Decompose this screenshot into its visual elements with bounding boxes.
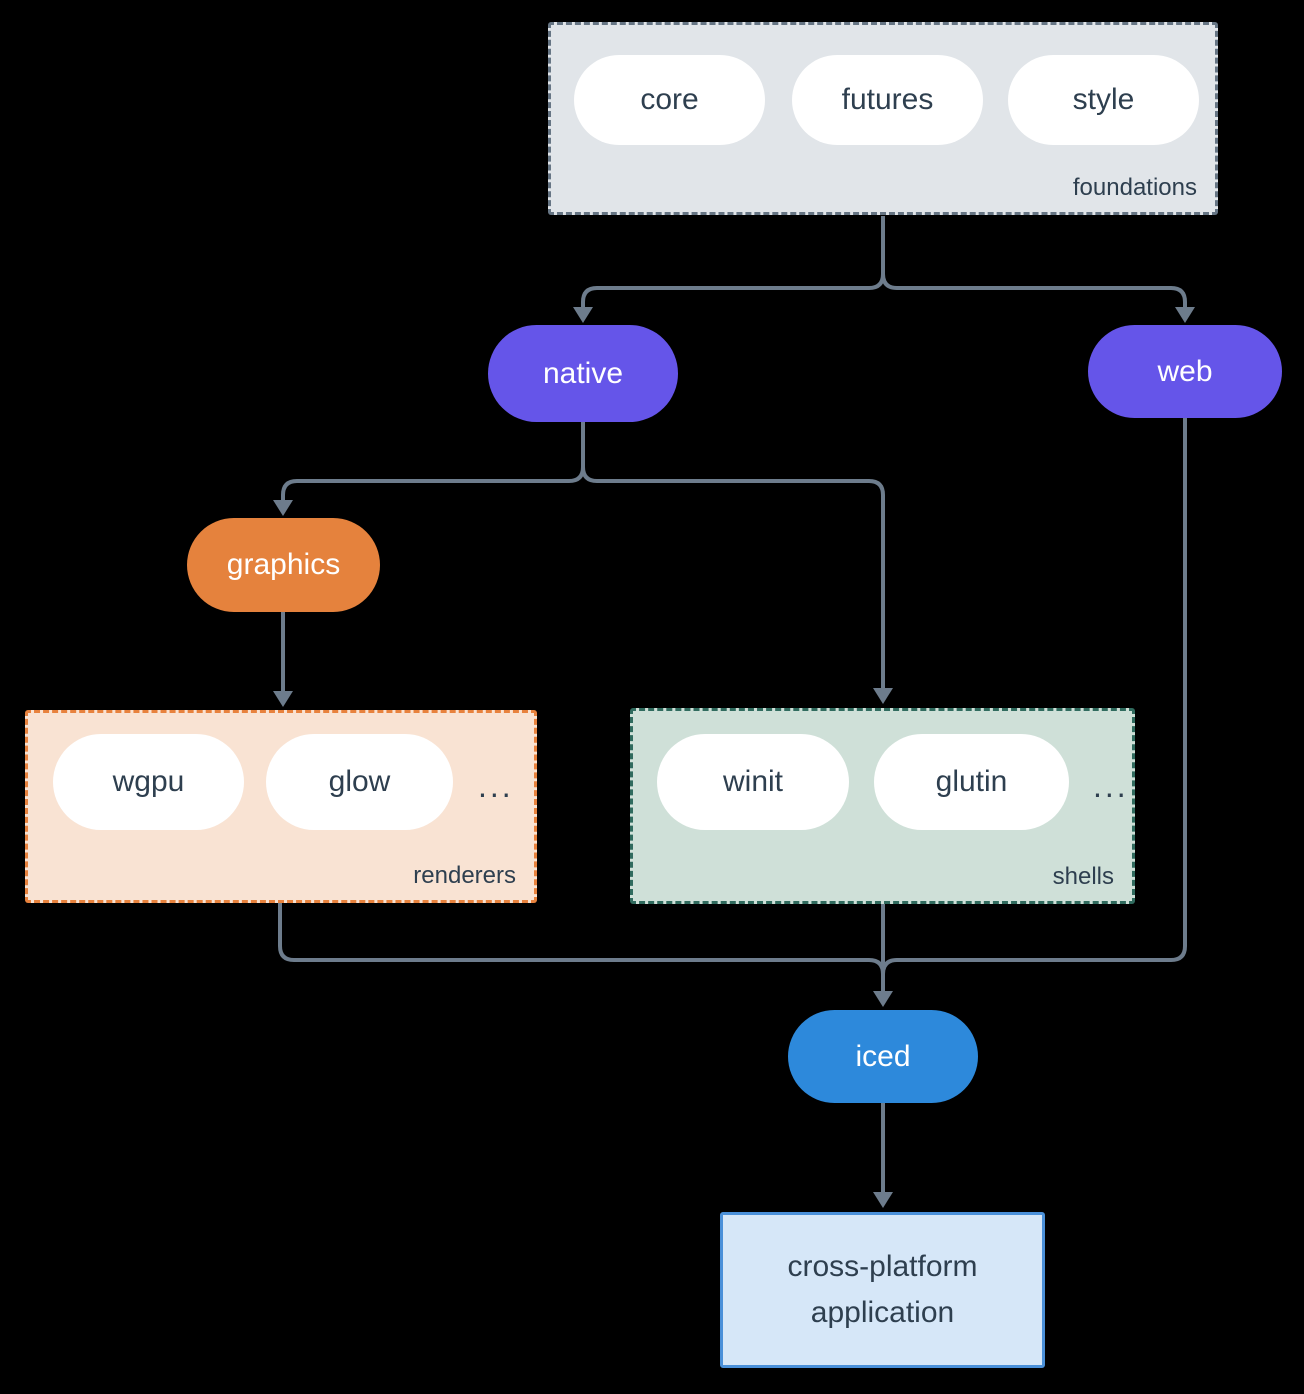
- node-wgpu-label: wgpu: [112, 765, 185, 798]
- arrowhead-renderers: [273, 691, 293, 707]
- arrowhead-native: [573, 307, 593, 323]
- node-glow-label: glow: [328, 765, 391, 798]
- renderers-group-label: renderers: [413, 862, 516, 889]
- node-cross-platform-application: cross-platform application: [720, 1212, 1045, 1368]
- node-style: style: [1008, 55, 1199, 145]
- node-core: core: [574, 55, 765, 145]
- node-core-label: core: [640, 83, 699, 116]
- node-winit-label: winit: [722, 765, 783, 798]
- arrowhead-graphics: [273, 500, 293, 516]
- foundations-group: core futures style foundations: [548, 22, 1218, 215]
- node-native: native: [488, 325, 678, 422]
- shells-group-label: shells: [1052, 863, 1114, 890]
- node-futures: futures: [792, 55, 983, 145]
- node-glutin: glutin: [874, 734, 1069, 830]
- node-iced-label: iced: [855, 1039, 911, 1073]
- shells-ellipsis: ...: [1093, 768, 1129, 804]
- renderers-ellipsis: ...: [478, 768, 514, 804]
- node-winit: winit: [657, 734, 849, 830]
- foundations-group-label: foundations: [1072, 174, 1197, 201]
- arrowhead-web: [1175, 307, 1195, 323]
- renderers-group: wgpu glow ... renderers: [25, 710, 537, 903]
- edge-native-graphics: [281, 466, 585, 500]
- arrowhead-application: [873, 1192, 893, 1208]
- edge-foundations-native: [581, 273, 885, 307]
- arrowhead-shells: [873, 688, 893, 704]
- node-glow: glow: [266, 734, 453, 830]
- node-graphics: graphics: [187, 518, 380, 612]
- node-wgpu: wgpu: [53, 734, 244, 830]
- node-graphics-label: graphics: [226, 548, 341, 581]
- node-native-label: native: [542, 356, 624, 390]
- node-style-label: style: [1072, 83, 1135, 116]
- node-web-label: web: [1157, 354, 1213, 388]
- node-iced: iced: [788, 1010, 978, 1103]
- edge-renderers-bus: [278, 903, 885, 975]
- node-glutin-label: glutin: [935, 765, 1008, 798]
- node-web: web: [1088, 325, 1282, 418]
- arrowhead-iced: [873, 991, 893, 1007]
- shells-group: winit glutin ... shells: [630, 708, 1135, 904]
- edge-native-shells: [581, 466, 885, 688]
- node-futures-label: futures: [841, 83, 934, 116]
- edge-foundations-web: [881, 273, 1187, 307]
- node-application-label: cross-platform application: [787, 1249, 978, 1330]
